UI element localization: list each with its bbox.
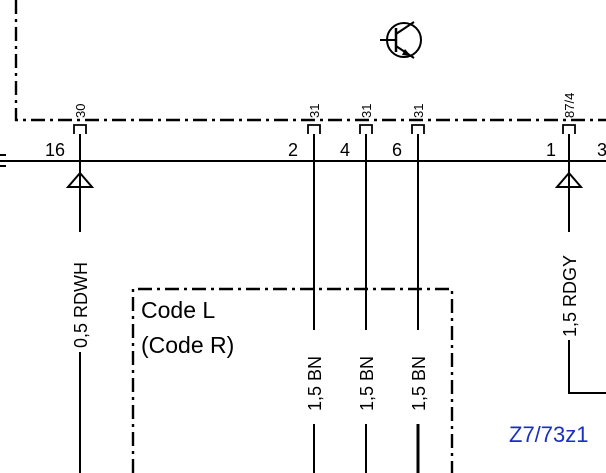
pin-number: 1 — [546, 140, 556, 160]
wire-rdwh — [65, 134, 95, 473]
code-box — [131, 287, 454, 473]
pin-number: 3 — [597, 140, 606, 160]
module-boundary — [14, 0, 606, 122]
wire-label: 1,5 RDGY — [560, 255, 580, 337]
pnp-transistor-icon — [380, 21, 422, 59]
code-label: Code L — [141, 297, 215, 323]
pin-number: 2 — [288, 140, 298, 160]
reference-link[interactable]: Z7/73z1 — [509, 422, 589, 447]
wire-label: 1,5 BN — [305, 356, 325, 411]
terminal-label: 30 — [73, 104, 88, 118]
wire-label: 0,5 RDWH — [71, 262, 91, 348]
wire-label: 1,5 BN — [409, 356, 429, 411]
wire-label: 1,5 BN — [357, 356, 377, 411]
pin-number: 6 — [392, 140, 402, 160]
code-label-alt: (Code R) — [141, 332, 234, 358]
terminal-label: 31 — [359, 104, 374, 118]
plug-connector-icon — [73, 124, 576, 134]
wire-rdgy — [554, 134, 606, 394]
terminal-label: 31 — [411, 104, 426, 118]
pin-number: 16 — [45, 140, 65, 160]
terminal-label: 87/4 — [562, 93, 577, 118]
terminal-label: 31 — [307, 104, 322, 118]
pin-number: 4 — [340, 140, 350, 160]
